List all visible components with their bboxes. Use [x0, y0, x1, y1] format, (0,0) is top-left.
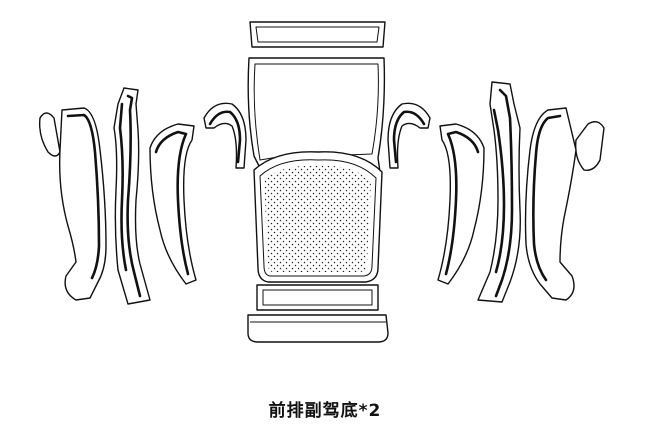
- center-bottom-plate: [247, 314, 389, 343]
- center-top-strip: [249, 21, 386, 48]
- left-outer-piece: [38, 107, 107, 301]
- center-perforated-panel: [253, 151, 383, 283]
- right-small-corner-piece: [387, 102, 431, 169]
- right-door-piece: [437, 123, 485, 285]
- right-outer-piece: [524, 107, 605, 301]
- center-upper-panel: [247, 57, 386, 173]
- left-pillar-piece: [113, 87, 151, 305]
- center-lower-strip: [256, 284, 379, 311]
- diagram-caption: 前排副驾底*2: [268, 401, 382, 421]
- left-small-corner-piece: [203, 102, 247, 169]
- left-door-piece: [149, 123, 197, 285]
- right-pillar-piece: [477, 81, 521, 303]
